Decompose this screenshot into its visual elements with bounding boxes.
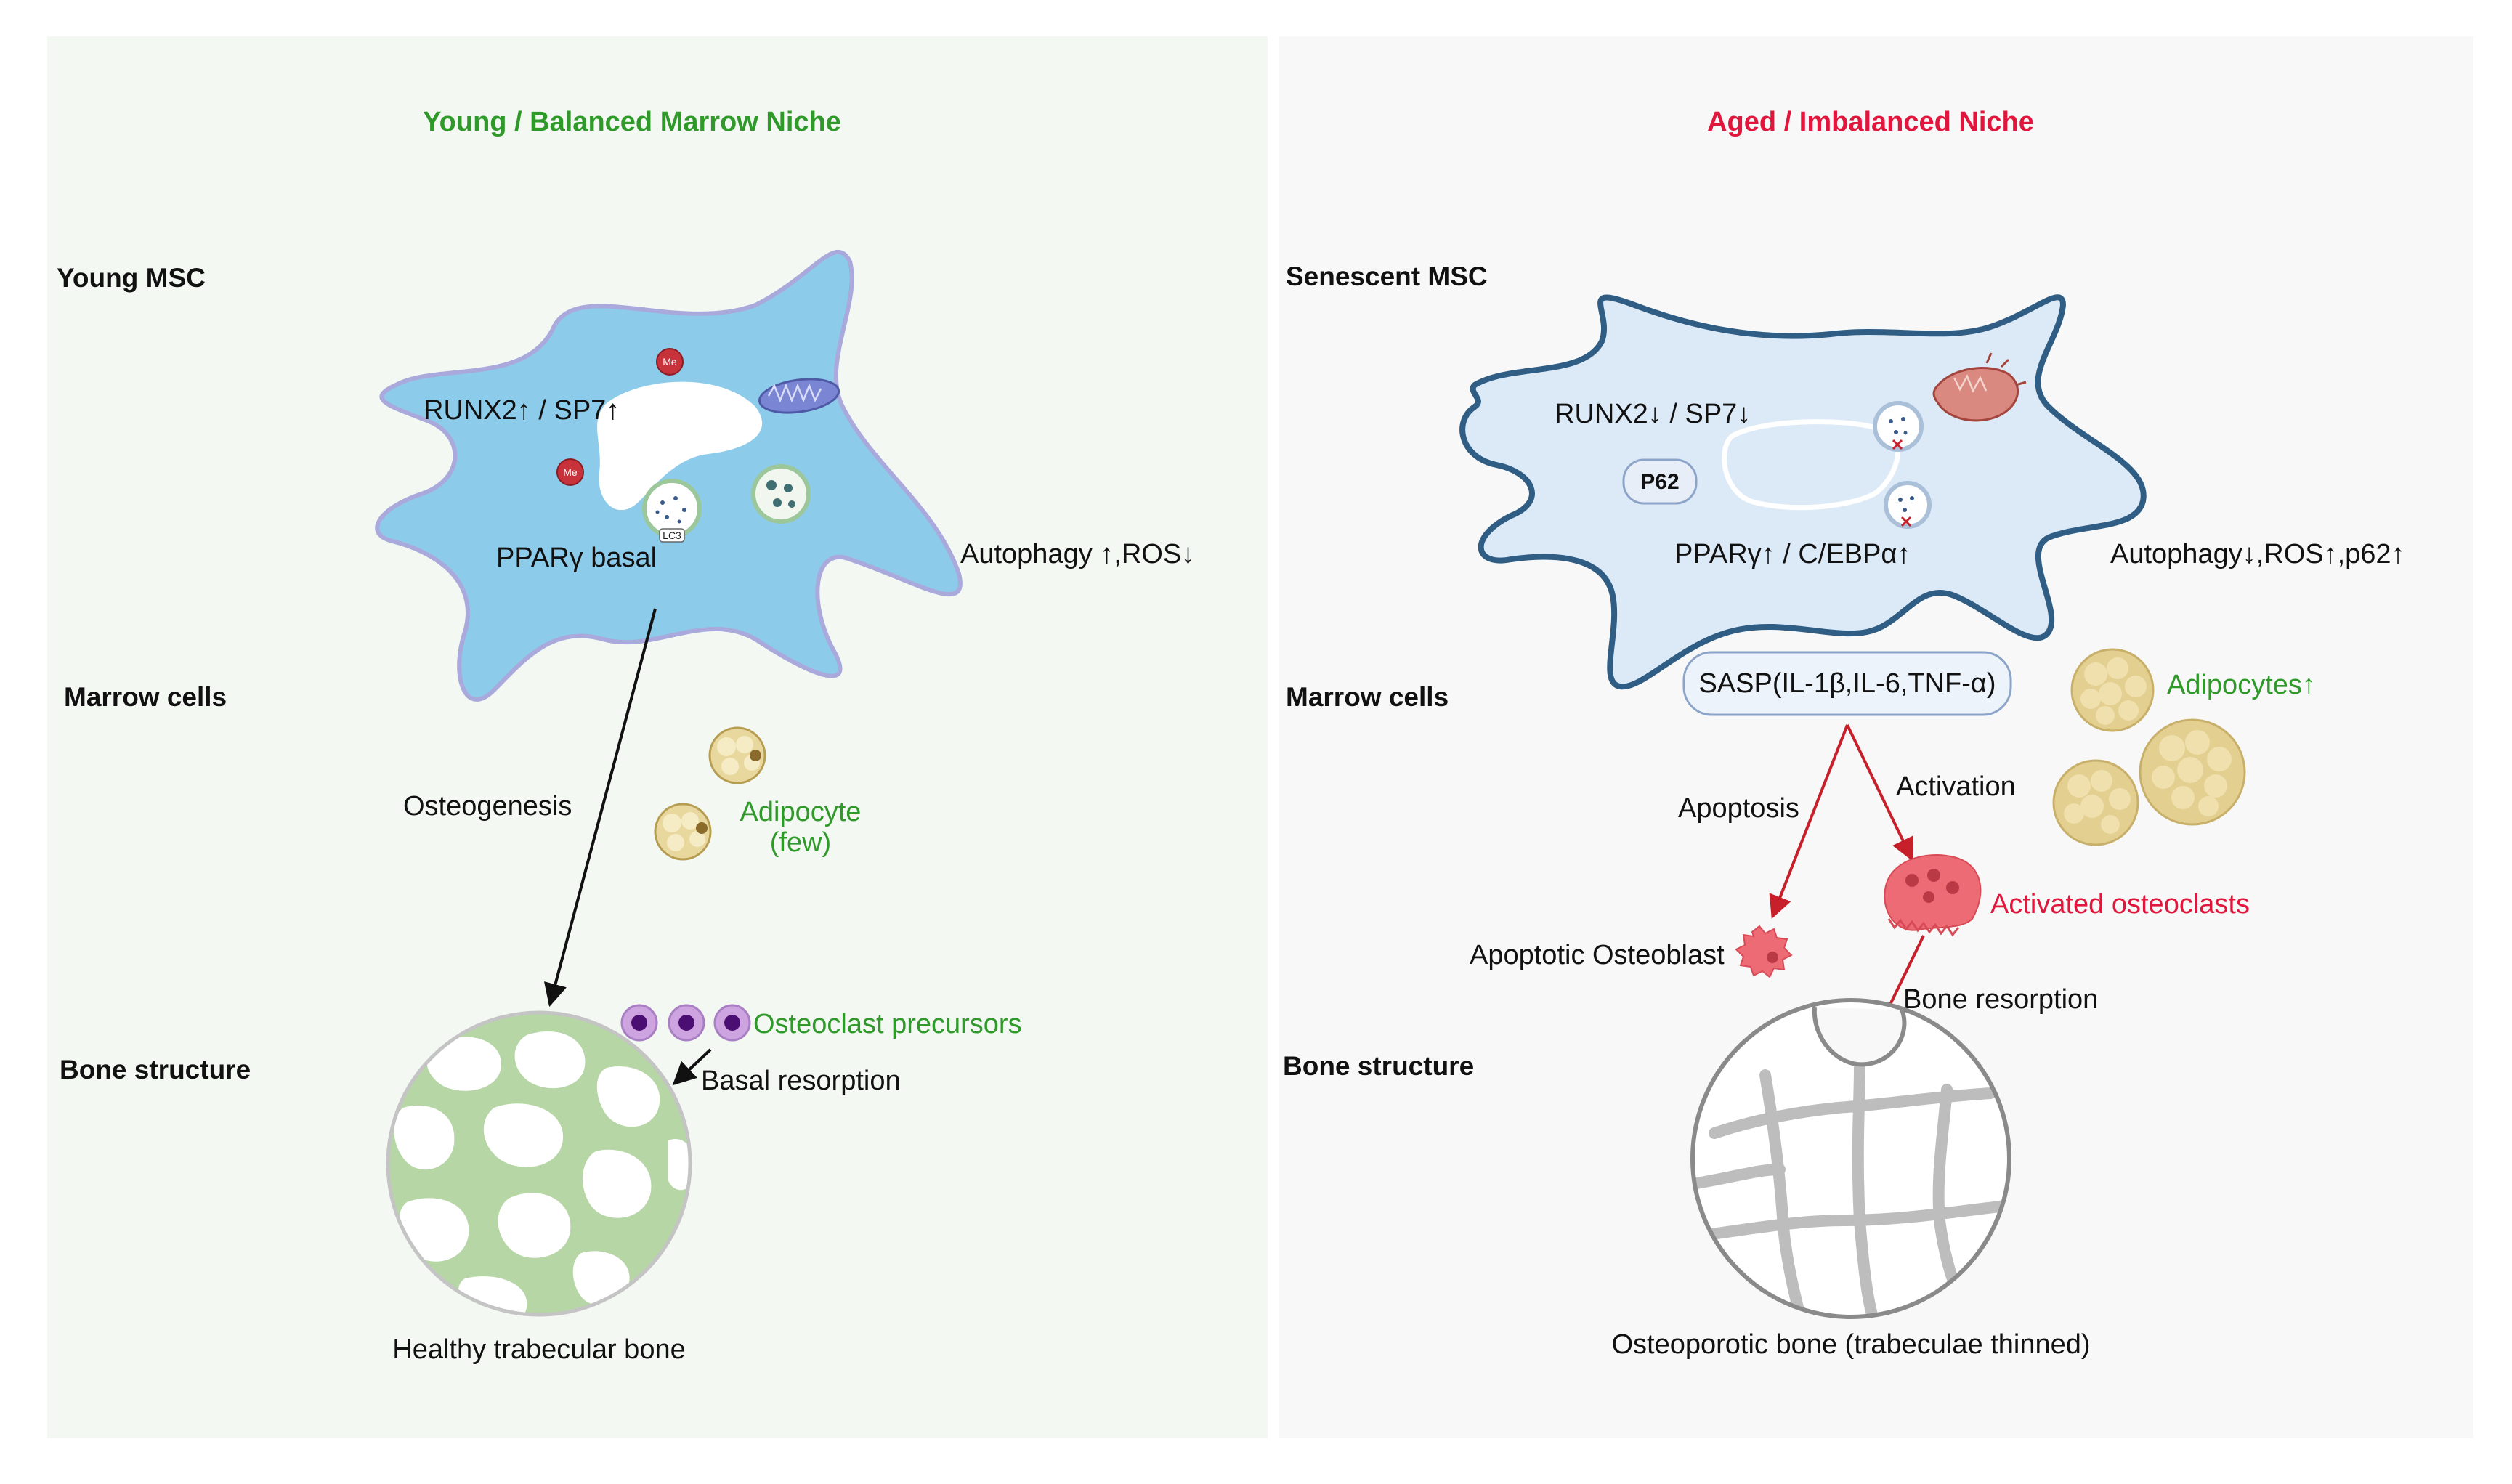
- bone-resorption-label: Bone resorption: [1903, 984, 2098, 1015]
- osteoporotic-bone-icon: [1690, 998, 2011, 1319]
- young-msc-cell: [375, 250, 963, 702]
- adipocyte-icon: [2139, 718, 2246, 826]
- basal-resorption-label: Basal resorption: [701, 1066, 901, 1096]
- basal-resorption-arrow: [672, 1048, 712, 1086]
- apoptosis-label: Apoptosis: [1678, 793, 1799, 824]
- methyl-mark-icon: Me: [656, 348, 684, 376]
- row-label-aged-marrow: Marrow cells: [1286, 682, 1449, 712]
- apoptotic-osteoblast-label: Apoptotic Osteoblast: [1470, 940, 1725, 970]
- row-label-young-marrow: Marrow cells: [64, 682, 227, 712]
- osteoclast-precursor-icon: [713, 1004, 751, 1042]
- autophagosome-icon: LC3: [642, 479, 702, 543]
- methyl-mark-label: Me: [663, 356, 677, 368]
- adipocytes-increased-label: Adipocytes↑: [2167, 670, 2316, 700]
- apoptotic-osteoblast-icon: [1735, 925, 1793, 978]
- autophagosome-icon: [1873, 401, 1924, 452]
- activated-osteoclast-icon: [1884, 854, 1982, 937]
- osteoporotic-bone-caption: Osteoporotic bone (trabeculae thinned): [1611, 1329, 2090, 1360]
- activation-arrow: [1846, 724, 1913, 861]
- adipocyte-label: Adipocyte: [740, 797, 862, 827]
- young-panel-title: Young / Balanced Marrow Niche: [423, 107, 841, 137]
- aged-ppar-marker: PPARγ↑ / C/EBPα↑: [1674, 539, 1911, 569]
- row-label-senescent-msc: Senescent MSC: [1286, 261, 1488, 291]
- sasp-box: SASP(IL-1β,IL-6,TNF-α): [1682, 651, 2012, 716]
- adipocyte-count-label: (few): [770, 827, 831, 858]
- row-label-young-msc: Young MSC: [57, 263, 206, 293]
- p62-box: P62: [1622, 458, 1698, 505]
- row-label-young-bone: Bone structure: [60, 1055, 251, 1084]
- damaged-mitochondrion-icon: [1932, 352, 2027, 422]
- osteogenesis-label: Osteogenesis: [403, 791, 572, 822]
- adipocyte-icon: [654, 803, 712, 861]
- healthy-bone-caption: Healthy trabecular bone: [392, 1334, 685, 1365]
- aged-runx-marker: RUNX2↓ / SP7↓: [1555, 399, 1751, 429]
- activated-osteoclasts-label: Activated osteoclasts: [1990, 889, 2250, 920]
- young-runx-marker: RUNX2↑ / SP7↑: [424, 395, 620, 426]
- trabecular-bone-icon: [386, 1010, 692, 1317]
- young-autophagy-label: Autophagy ↑,ROS↓: [960, 539, 1195, 569]
- aged-autophagy-label: Autophagy↓,ROS↑,p62↑: [2110, 539, 2405, 569]
- osteoclast-precursor-icon: [620, 1004, 658, 1042]
- methyl-mark-label: Me: [563, 466, 578, 478]
- young-ppar-marker: PPARγ basal: [496, 543, 657, 573]
- activation-label: Activation: [1896, 771, 2016, 802]
- autophagosome-icon: [1884, 481, 1932, 529]
- osteoclast-precursor-icon: [668, 1004, 705, 1042]
- lysosome-icon: [751, 464, 811, 524]
- mitochondrion-icon: [758, 378, 840, 414]
- adipocyte-icon: [2070, 648, 2155, 732]
- apoptosis-arrow: [1769, 724, 1849, 919]
- methyl-mark-icon: Me: [556, 458, 584, 486]
- adipocyte-icon: [2052, 759, 2139, 846]
- osteoclast-precursors-label: Osteoclast precursors: [753, 1009, 1022, 1039]
- lc3-label: LC3: [663, 530, 681, 541]
- p62-label: P62: [1640, 470, 1679, 494]
- row-label-aged-bone: Bone structure: [1283, 1051, 1474, 1081]
- adipocyte-icon: [708, 726, 766, 784]
- osteogenesis-arrow: [543, 608, 657, 1007]
- sasp-label: SASP(IL-1β,IL-6,TNF-α): [1698, 668, 1996, 699]
- aged-panel-title: Aged / Imbalanced Niche: [1707, 107, 2034, 137]
